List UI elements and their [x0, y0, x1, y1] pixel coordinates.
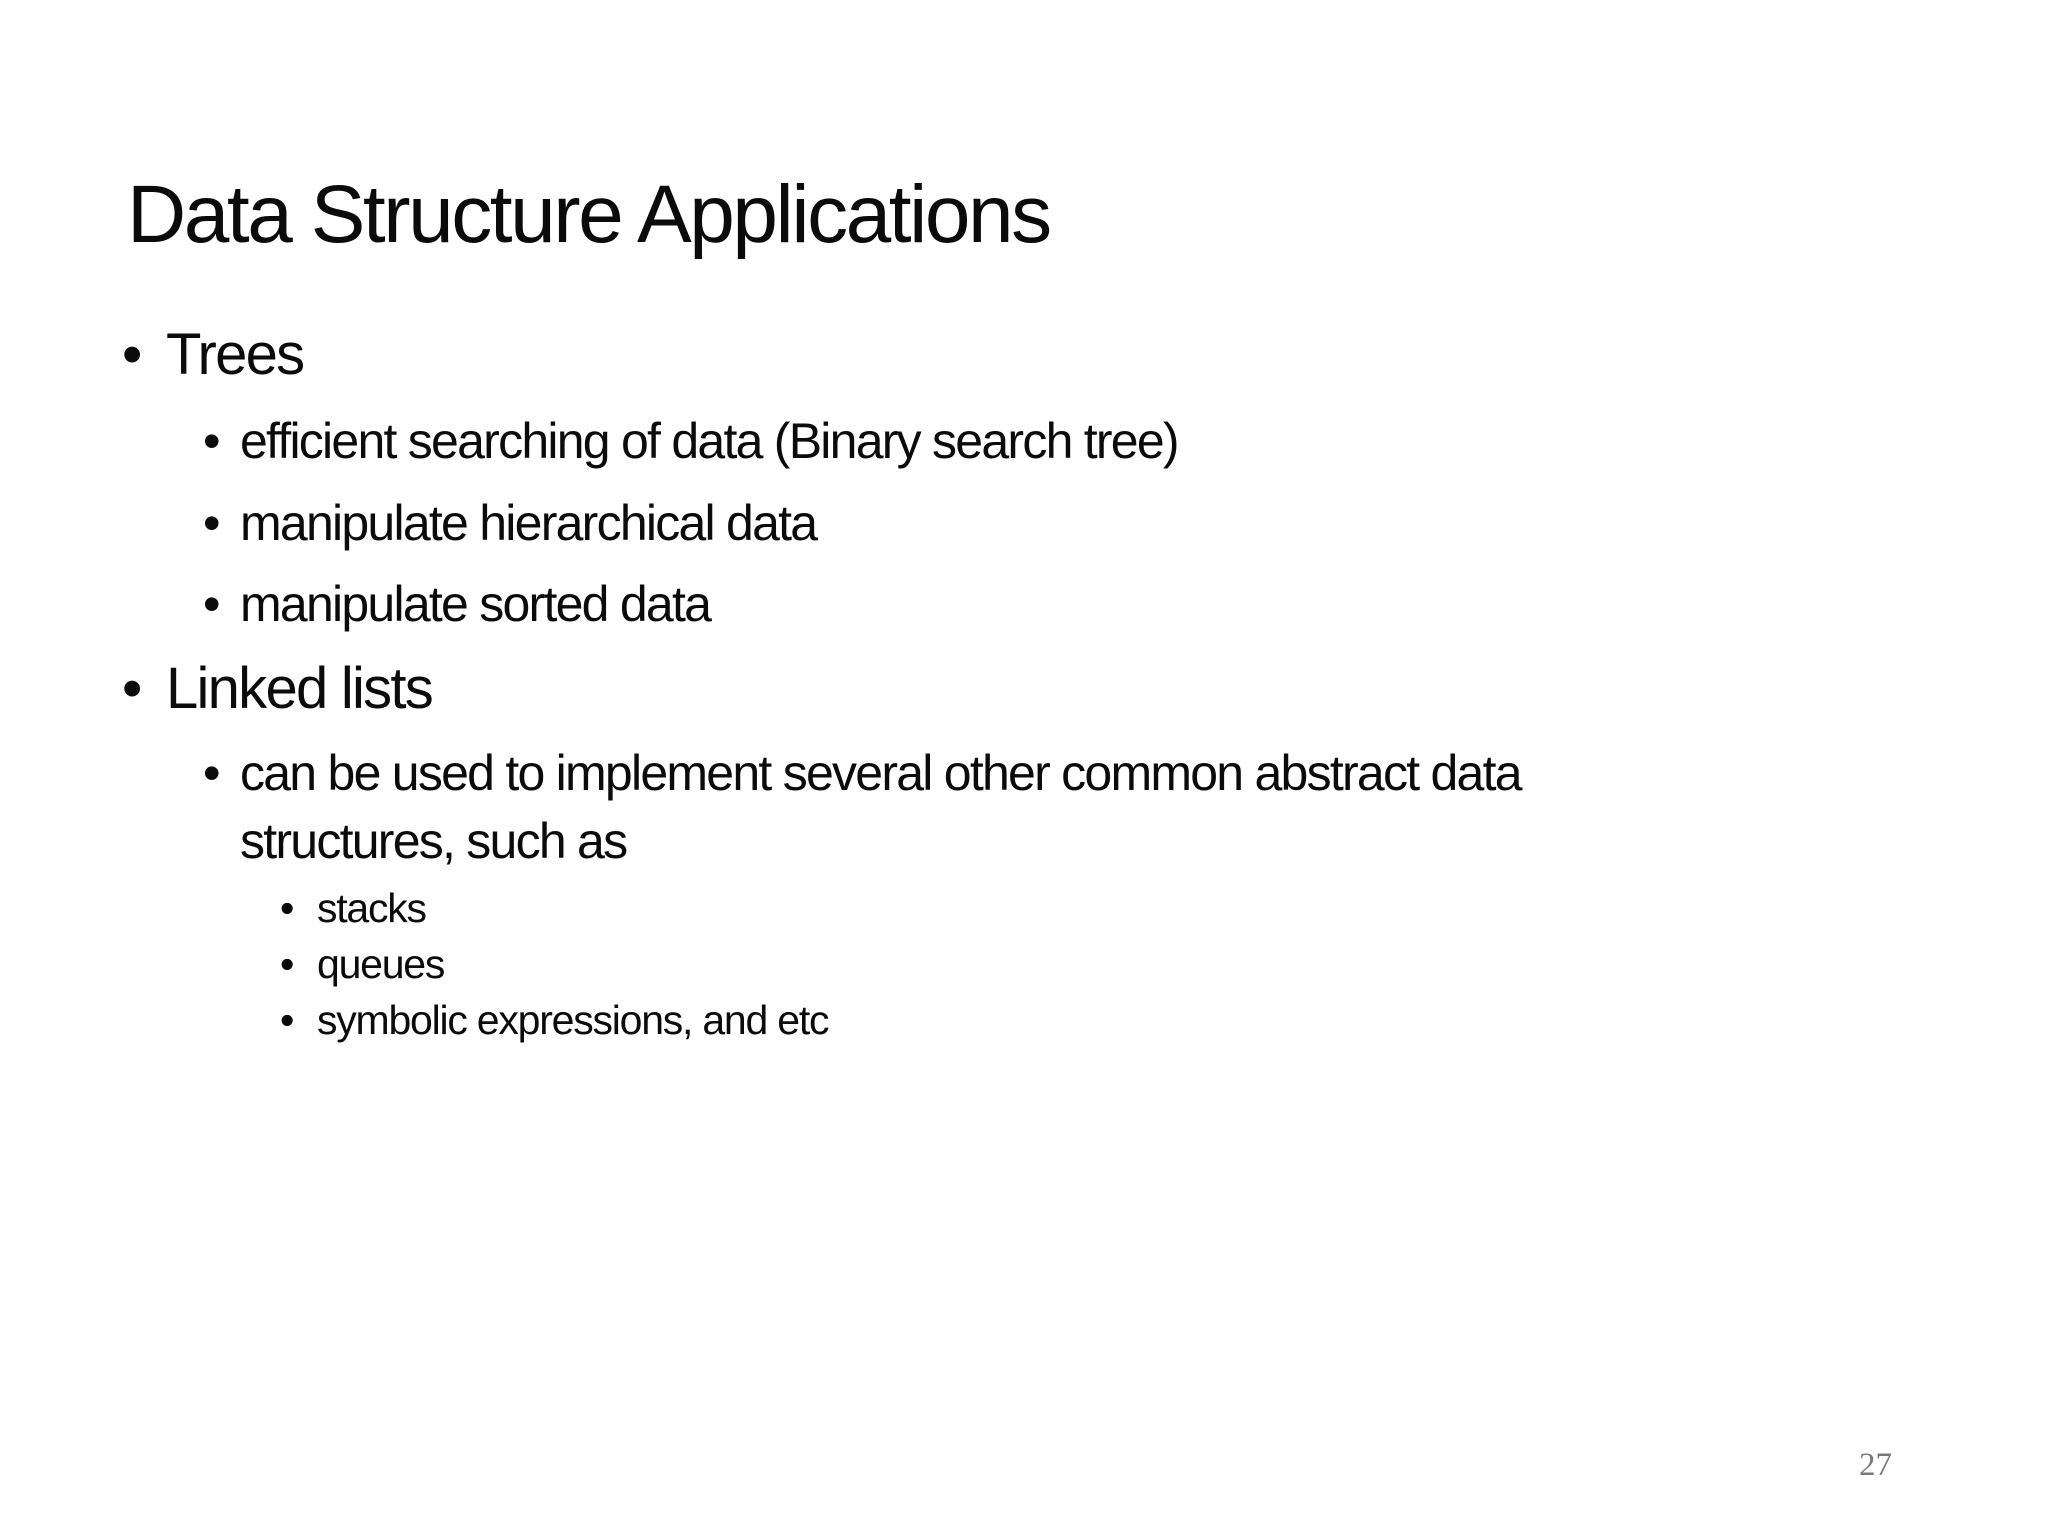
bullet-item-label: structures, such as — [240, 813, 628, 869]
bullet-icon: • — [203, 745, 221, 801]
bullet-item-implement-adt-line1: • can be used to implement several other … — [203, 745, 1523, 801]
bullet-item-sorted-data: • manipulate sorted data — [203, 576, 712, 632]
bullet-icon: • — [280, 941, 294, 987]
bullet-item-label: manipulate sorted data — [240, 576, 712, 632]
bullet-icon: • — [280, 885, 294, 931]
bullet-item-linked-lists: • Linked lists — [122, 656, 434, 721]
bullet-icon: • — [122, 656, 142, 721]
bullet-item-efficient-searching: • efficient searching of data (Binary sea… — [203, 413, 1180, 469]
bullet-icon: • — [203, 413, 221, 469]
bullet-item-label: Linked lists — [166, 656, 434, 721]
bullet-item-label: efficient searching of data (Binary sear… — [240, 413, 1180, 469]
bullet-item-stacks: • stacks — [280, 885, 427, 931]
bullet-item-label: queues — [317, 941, 445, 987]
bullet-icon: • — [203, 576, 221, 632]
bullet-icon: • — [280, 997, 294, 1043]
bullet-item-label: can be used to implement several other c… — [240, 745, 1523, 801]
bullet-item-queues: • queues — [280, 941, 445, 987]
slide-page-number: 27 — [1859, 1447, 1892, 1483]
bullet-item-label: symbolic expressions, and etc — [317, 997, 829, 1043]
bullet-item-label: manipulate hierarchical data — [240, 495, 818, 551]
bullet-icon: • — [203, 495, 221, 551]
bullet-item-label: stacks — [317, 885, 427, 931]
slide-title: Data Structure Applications — [127, 168, 1052, 260]
bullet-item-label: Trees — [166, 322, 305, 387]
bullet-item-implement-adt-line2: structures, such as — [240, 813, 628, 869]
bullet-item-symbolic-expressions: • symbolic expressions, and etc — [280, 997, 829, 1043]
bullet-item-trees: • Trees — [122, 322, 305, 387]
bullet-item-hierarchical-data: • manipulate hierarchical data — [203, 495, 818, 551]
bullet-icon: • — [122, 322, 142, 387]
